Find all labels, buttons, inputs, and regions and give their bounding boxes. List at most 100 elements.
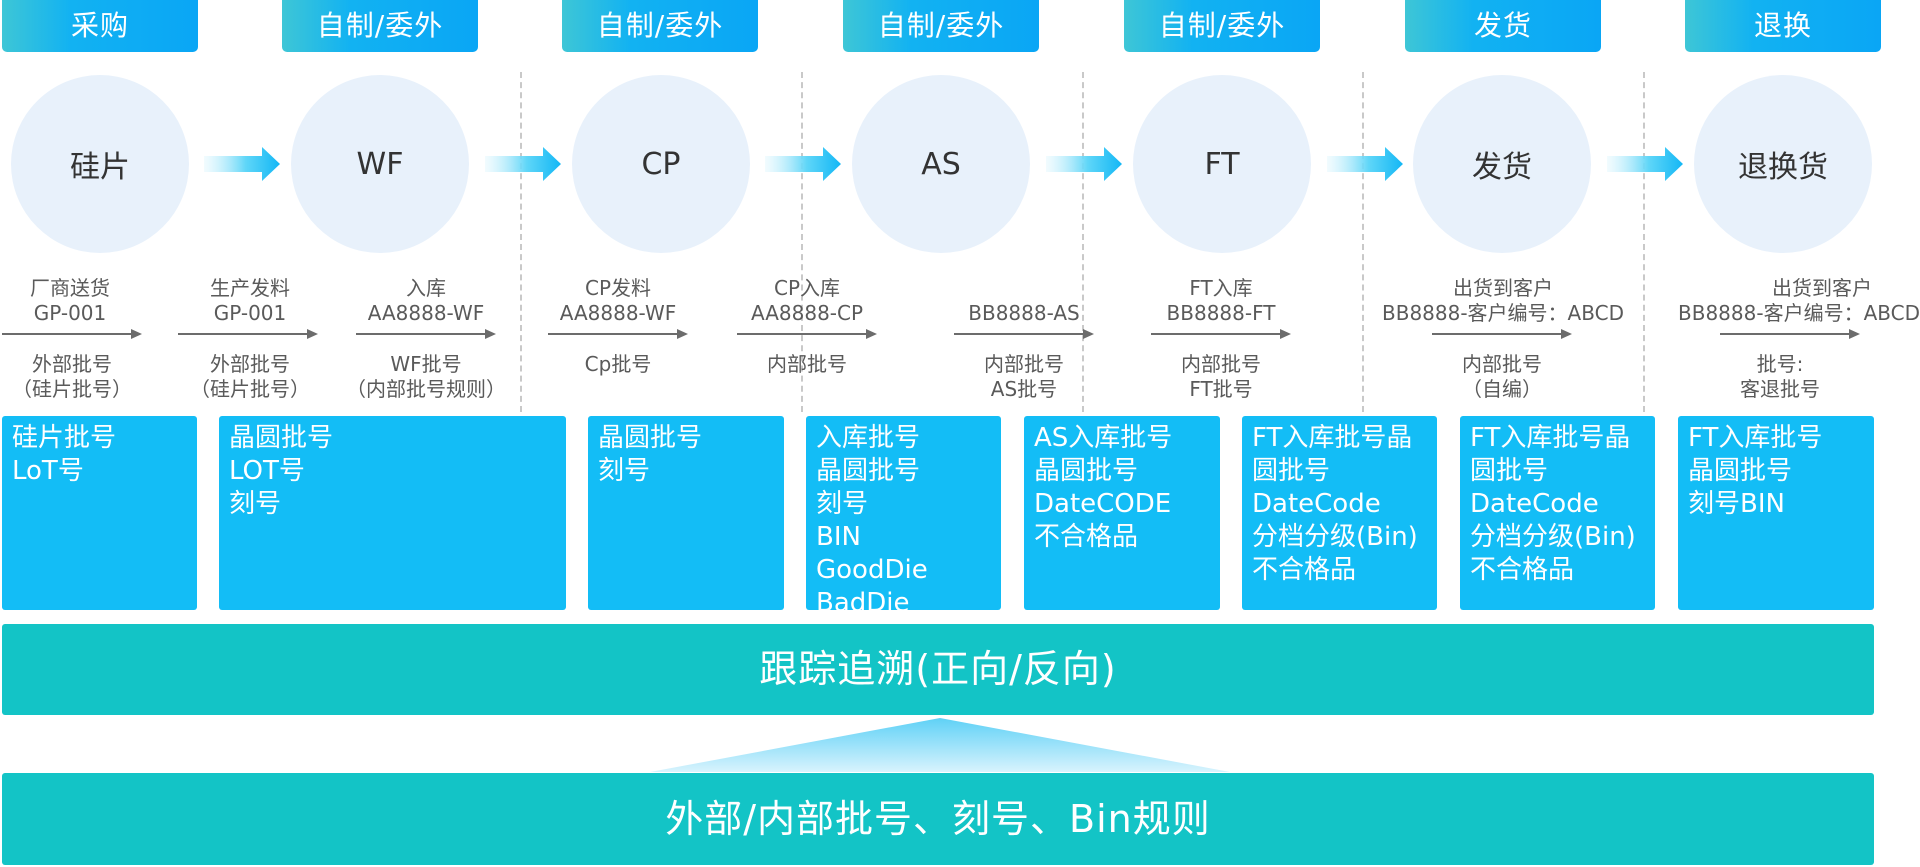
rules-band: 外部/内部批号、刻号、Bin规则: [2, 773, 1874, 865]
stage-tab-inhouse-outsource-1: 自制/委外: [282, 0, 478, 52]
annotation-text: AA8888-CP: [750, 301, 864, 325]
annotation-text: 内部批号: [984, 352, 1064, 376]
card-line: 晶圆批号: [598, 423, 703, 453]
annotation-arrow-icon: [1432, 329, 1572, 339]
card-line: FT入库批号: [1688, 423, 1823, 453]
annotation-text: CP发料: [584, 276, 652, 300]
process-node-label: 退换货: [1738, 150, 1828, 185]
card-line: 晶圆批号: [1034, 456, 1139, 486]
process-node-wf: WF: [291, 75, 469, 253]
card-line: 不合格品: [1034, 522, 1139, 552]
card-line: DateCode: [1252, 489, 1381, 519]
card-line: 圆批号: [1252, 456, 1331, 486]
card-line: GoodDie: [816, 555, 928, 585]
lot-info-card-wafer: 硅片批号 LoT号: [2, 416, 197, 610]
annotation-arrow-icon: [737, 329, 877, 339]
flow-arrow-icon: [1327, 147, 1403, 181]
annotation-below: Cp批号: [548, 352, 688, 377]
stage-tab-shipping: 发货: [1405, 0, 1601, 52]
annotation-text: BB8888-AS: [968, 301, 1080, 325]
annotation-text: 外部批号: [32, 352, 112, 376]
annotation-below: 外部批号（硅片批号）: [180, 352, 320, 402]
card-line: BadDie: [816, 588, 910, 610]
annotation-text: （内部批号规则）: [346, 377, 506, 401]
annotation-text: FT批号: [1189, 377, 1253, 401]
lot-info-card-as: AS入库批号 晶圆批号 DateCODE 不合格品: [1024, 416, 1220, 610]
card-line: 硅片批号: [12, 423, 117, 453]
annotation-arrow-icon: [356, 329, 496, 339]
card-line: LOT号: [229, 456, 305, 486]
stage-separator: [1362, 72, 1364, 412]
process-node-return: 退换货: [1694, 75, 1872, 253]
flow-arrow-icon: [204, 147, 280, 181]
process-node-ft: FT: [1133, 75, 1311, 253]
annotation-below: 内部批号: [737, 352, 877, 377]
card-line: 刻号BIN: [1688, 489, 1785, 519]
card-line: 刻号: [816, 489, 869, 519]
card-line: 晶圆批号: [1688, 456, 1793, 486]
annotation-below: 外部批号（硅片批号）: [4, 352, 140, 402]
process-node-label: 硅片: [70, 150, 130, 185]
lot-info-card-ft: FT入库批号晶 圆批号 DateCode 分档分级(Bin) 不合格品: [1242, 416, 1437, 610]
card-line: 入库批号: [816, 423, 921, 453]
card-line: FT入库批号晶: [1252, 423, 1413, 453]
card-line: AS入库批号: [1034, 423, 1173, 453]
card-line: 晶圆批号: [816, 456, 921, 486]
process-node-wafer: 硅片: [11, 75, 189, 253]
flow-arrow-icon: [485, 147, 561, 181]
annotation-text: WF批号: [390, 352, 462, 376]
card-line: 不合格品: [1470, 555, 1575, 585]
card-line: FT入库批号晶: [1470, 423, 1631, 453]
annotation-arrow-icon: [1720, 329, 1860, 339]
annotation-text: （自编）: [1462, 377, 1542, 401]
annotation-text: （硅片批号）: [12, 377, 132, 401]
process-node-label: CP: [641, 146, 681, 182]
stage-tab-return: 退换: [1685, 0, 1881, 52]
rules-band-label: 外部/内部批号、刻号、Bin规则: [665, 797, 1211, 841]
stage-separator: [1082, 72, 1084, 412]
stage-separator: [1643, 72, 1645, 412]
process-node-label: AS: [921, 146, 961, 182]
card-line: 不合格品: [1252, 555, 1357, 585]
annotation-text: AS批号: [990, 377, 1058, 401]
annotation-text: FT入库: [1189, 276, 1253, 300]
process-node-as: AS: [852, 75, 1030, 253]
flow-arrow-icon: [765, 147, 841, 181]
annotation-text: 出货到客户: [1772, 276, 1872, 300]
process-node-label: FT: [1204, 146, 1240, 182]
lot-info-card-cp: 晶圆批号 刻号: [588, 416, 784, 610]
annotation-text: 内部批号: [1462, 352, 1542, 376]
card-line: 晶圆批号: [229, 423, 334, 453]
annotation-text: BB8888-FT: [1166, 301, 1276, 325]
annotation-arrow-icon: [178, 329, 318, 339]
flow-arrow-icon: [1046, 147, 1122, 181]
card-line: 分档分级(Bin): [1252, 522, 1418, 552]
card-line: 圆批号: [1470, 456, 1549, 486]
annotation-text: 外部批号: [210, 352, 290, 376]
lot-info-card-return: FT入库批号 晶圆批号 刻号BIN: [1678, 416, 1874, 610]
annotation-above: BB8888-AS: [954, 301, 1094, 326]
annotation-text: 批号:: [1756, 352, 1804, 376]
card-line: BIN: [816, 522, 861, 552]
stage-tab-purchase: 采购: [2, 0, 198, 52]
annotation-text: 厂商送货: [30, 276, 110, 300]
trace-band-label: 跟踪追溯(正向/反向): [759, 647, 1117, 691]
annotation-text: Cp批号: [584, 352, 652, 376]
process-node-shipping: 发货: [1413, 75, 1591, 253]
annotation-text: CP入库: [773, 276, 841, 300]
stage-tab-inhouse-outsource-4: 自制/委外: [1124, 0, 1320, 52]
process-node-label: WF: [356, 146, 404, 182]
stage-tab-inhouse-outsource-3: 自制/委外: [843, 0, 1039, 52]
lot-info-card-wf: 晶圆批号 LOT号 刻号: [219, 416, 566, 610]
annotation-below: 内部批号（自编）: [1432, 352, 1572, 402]
lot-info-card-cp-inbound: 入库批号 晶圆批号 刻号 BIN GoodDie BadDie: [806, 416, 1001, 610]
card-line: 刻号: [229, 489, 282, 519]
support-triangle-icon: [650, 718, 1230, 772]
